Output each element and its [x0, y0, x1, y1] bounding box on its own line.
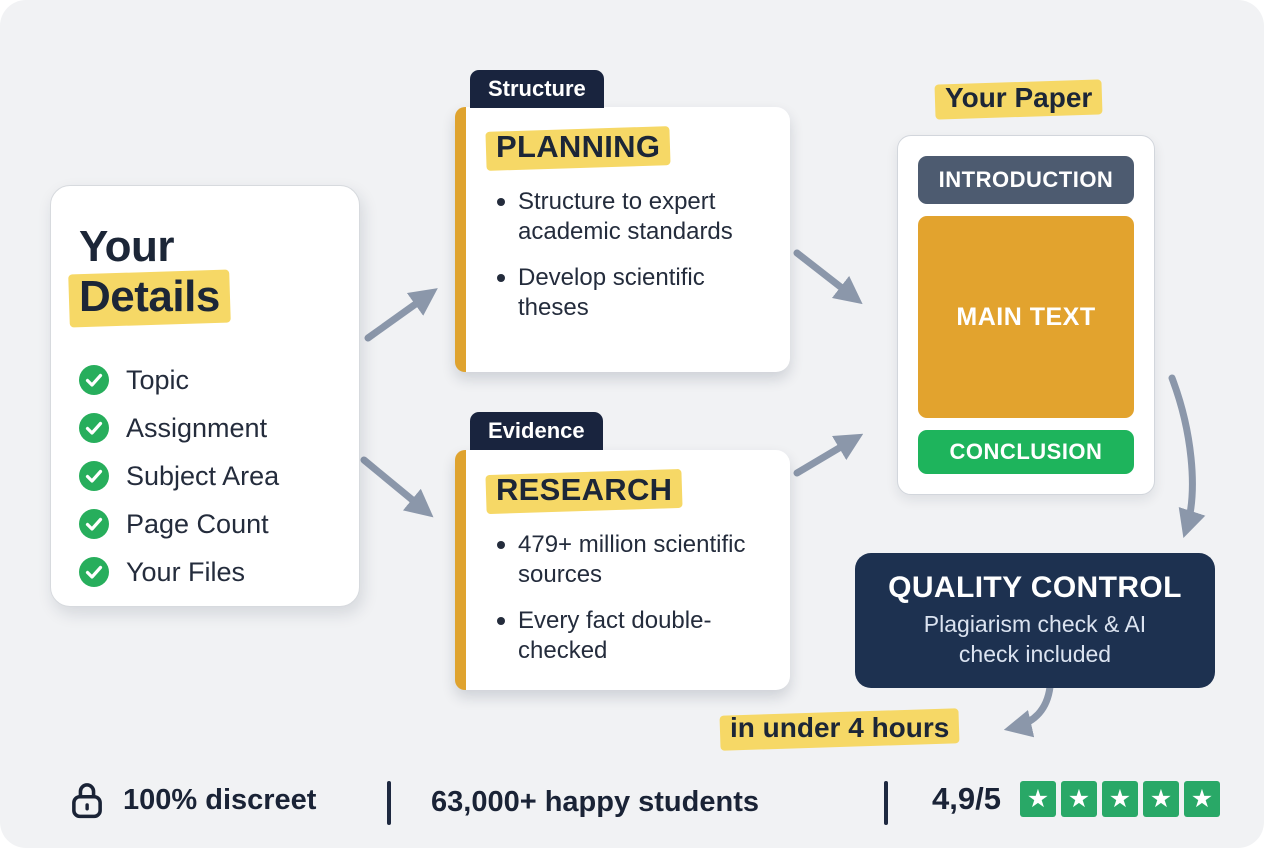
checklist-item: Assignment	[79, 404, 331, 452]
checklist-item: Page Count	[79, 500, 331, 548]
footer-divider	[884, 781, 888, 825]
planning-bullets: Structure to expert academic standards D…	[488, 187, 772, 323]
checklist-item-label: Subject Area	[126, 460, 280, 491]
structure-tab: Structure	[470, 70, 604, 108]
research-title: RESEARCH	[496, 472, 673, 507]
star-icon: ★	[1060, 781, 1097, 817]
planning-title: PLANNING	[496, 129, 661, 164]
checklist-item-label: Your Files	[126, 556, 246, 587]
arrow-icon	[1003, 683, 1054, 738]
checklist-item: Topic	[79, 356, 331, 404]
check-icon	[79, 461, 109, 492]
rating-badge: 4,9/5 ★ ★ ★ ★ ★	[932, 781, 1220, 817]
star-icon: ★	[1183, 781, 1220, 817]
research-card: RESEARCH 479+ million scientific sources…	[455, 450, 790, 690]
discreet-badge: 100% discreet	[66, 779, 316, 821]
research-bullet: 479+ million scientific sources	[488, 530, 753, 590]
quality-control-subtitle: Plagiarism check & AI check included	[923, 611, 1147, 667]
check-icon	[79, 413, 109, 444]
planning-card: PLANNING Structure to expert academic st…	[455, 107, 790, 372]
your-paper-label-text: Your Paper	[945, 82, 1093, 113]
paper-section-conclusion: CONCLUSION	[918, 430, 1134, 474]
star-rating: ★ ★ ★ ★ ★	[1019, 781, 1220, 817]
checklist-item: Your Files	[79, 548, 331, 596]
quality-control-box: QUALITY CONTROL Plagiarism check & AI ch…	[855, 553, 1215, 688]
footer-divider	[387, 781, 391, 825]
check-icon	[79, 365, 109, 396]
details-checklist: Topic Assignment Subject Area Page Count…	[79, 356, 331, 596]
star-icon: ★	[1019, 781, 1056, 817]
turnaround-label-text: in under 4 hours	[730, 712, 950, 743]
paper-card: INTRODUCTION MAIN TEXT CONCLUSION	[897, 135, 1155, 495]
arrow-icon	[793, 249, 863, 305]
paper-section-main-text: MAIN TEXT	[918, 216, 1134, 418]
star-icon: ★	[1142, 781, 1179, 817]
evidence-tab: Evidence	[470, 412, 603, 450]
star-icon: ★	[1101, 781, 1138, 817]
checklist-item: Subject Area	[79, 452, 331, 500]
planning-bullet: Structure to expert academic standards	[488, 187, 753, 247]
checklist-item-label: Page Count	[126, 508, 269, 539]
your-details-card: Your Details Topic Assignment Subject Ar…	[50, 185, 360, 607]
paper-section-introduction: INTRODUCTION	[918, 156, 1134, 204]
details-title: Your Details	[79, 222, 331, 322]
checklist-item-label: Topic	[126, 364, 190, 395]
planning-bullet: Develop scientific theses	[488, 263, 753, 323]
quality-control-title: QUALITY CONTROL	[888, 571, 1182, 605]
students-text: 63,000+ happy students	[431, 786, 759, 818]
check-icon	[79, 557, 109, 588]
details-title-line2: Details	[79, 272, 220, 322]
arrow-icon	[360, 456, 434, 518]
details-title-line1: Your	[79, 222, 174, 271]
rating-score: 4,9/5	[932, 781, 1001, 816]
lock-icon	[72, 783, 102, 819]
discreet-text: 100% discreet	[123, 783, 317, 816]
research-bullet: Every fact double-checked	[488, 606, 753, 666]
check-icon	[79, 509, 109, 540]
turnaround-label: in under 4 hours	[730, 712, 949, 744]
your-paper-label: Your Paper	[945, 82, 1092, 114]
arrow-icon	[364, 288, 438, 342]
arrow-icon	[1168, 374, 1206, 538]
checklist-item-label: Assignment	[126, 412, 268, 443]
research-bullets: 479+ million scientific sources Every fa…	[488, 530, 772, 666]
arrow-icon	[793, 433, 864, 477]
